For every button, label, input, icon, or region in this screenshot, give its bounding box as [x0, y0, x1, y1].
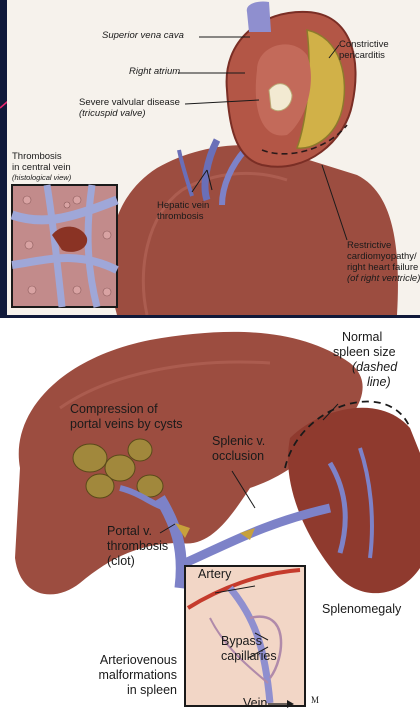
label-portal-3: (clot) — [107, 554, 135, 568]
label-avm-1: Arteriovenous — [80, 653, 177, 667]
label-compression-2: portal veins by cysts — [70, 417, 183, 431]
label-portal-1: Portal v. — [107, 524, 152, 538]
label-normal-1: Normal — [342, 330, 382, 344]
label-hepatic-2: thrombosis — [157, 212, 203, 223]
liver-spleen-artwork: M — [0, 318, 420, 715]
label-superior-vena-cava: Superior vena cava — [102, 31, 184, 42]
label-thrombosis-3: (histological view) — [12, 174, 71, 183]
label-splenic-1: Splenic v. — [212, 434, 265, 448]
label-avm-3: in spleen — [80, 683, 177, 697]
label-bypass-2: capillaries — [221, 649, 277, 663]
label-normal-3: (dashed — [352, 360, 397, 374]
heart-liver-illustration: Superior vena cava Right atrium Constric… — [7, 0, 420, 315]
label-splenic-2: occlusion — [212, 449, 264, 463]
label-constrictive-2: pericarditis — [339, 51, 385, 62]
label-normal-2: spleen size — [333, 345, 396, 359]
label-restrictive-4: (of right ventricle) — [347, 274, 420, 285]
label-compression-1: Compression of — [70, 402, 158, 416]
label-right-atrium: Right atrium — [129, 67, 180, 78]
label-artery: Artery — [198, 567, 231, 581]
liver-spleen-illustration: M Normal spleen size (dashed line) Compr… — [0, 318, 420, 715]
label-normal-4: line) — [367, 375, 391, 389]
label-splenomegaly: Splenomegaly — [322, 602, 401, 616]
label-vein: Vein — [243, 696, 267, 710]
label-avm-2: malformations — [80, 668, 177, 682]
label-portal-2: thrombosis — [107, 539, 168, 553]
label-bypass-1: Bypass — [221, 634, 262, 648]
mb-monogram-icon: M — [311, 695, 319, 705]
label-valvular-2: (tricuspid valve) — [79, 109, 146, 120]
